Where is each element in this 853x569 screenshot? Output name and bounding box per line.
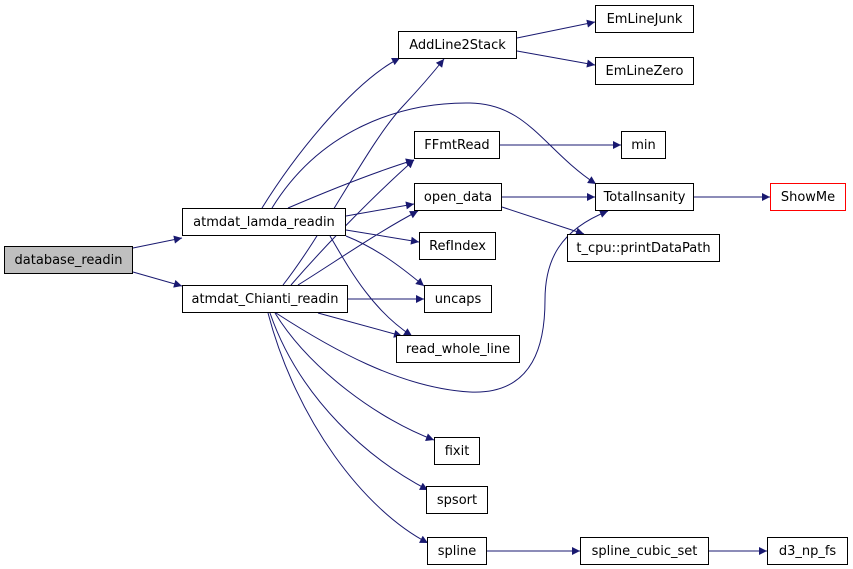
edge-atmdat_Chianti_readin-to-read_whole_line [317, 312, 403, 338]
edge-atmdat_Chianti_readin-to-fixit [274, 312, 435, 441]
edge-atmdat_Chianti_readin-to-spsort [269, 312, 429, 491]
edge-atmdat_Chianti_readin-to-open_data [297, 210, 419, 286]
edge-atmdat_lamda_readin-to-FFmtRead [287, 158, 415, 209]
edge-atmdat_Chianti_readin-to-TotalInsanity [275, 210, 609, 393]
edge-atmdat_lamda_readin-to-AddLine2Stack [261, 57, 401, 209]
edge-open_data-to-t_cpu_printDataPath [501, 206, 585, 236]
edges [132, 19, 770, 555]
edge-atmdat_Chianti_readin-to-spline [267, 312, 429, 544]
node-FFmtRead[interactable]: FFmtRead [414, 131, 500, 159]
edge-atmdat_Chianti_readin-to-AddLine2Stack [282, 58, 445, 286]
node-t_cpu-printDataPath[interactable]: t_cpu::printDataPath [567, 234, 720, 262]
node-ShowMe[interactable]: ShowMe [770, 183, 846, 211]
node-EmLineJunk[interactable]: EmLineJunk [595, 5, 694, 33]
node-read_whole_line[interactable]: read_whole_line [396, 335, 520, 363]
node-d3_np_fs[interactable]: d3_np_fs [767, 537, 848, 565]
edge-atmdat_lamda_readin-to-RefIndex [345, 229, 420, 245]
edge-AddLine2Stack-to-EmLineZero [516, 50, 596, 68]
edge-atmdat_lamda_readin-to-TotalInsanity [271, 102, 597, 209]
edge-atmdat_lamda_readin-to-uncaps [345, 235, 425, 287]
edge-AddLine2Stack-to-EmLineJunk [516, 19, 596, 39]
edge-atmdat_lamda_readin-to-open_data [345, 201, 415, 217]
node-spline[interactable]: spline [427, 537, 487, 565]
edge-database_readin-to-atmdat_lamda_readin [132, 235, 183, 249]
edge-database_readin-to-atmdat_Chianti_readin [132, 271, 183, 288]
node-EmLineZero[interactable]: EmLineZero [595, 57, 694, 85]
node-spsort[interactable]: spsort [426, 486, 488, 514]
node-open_data[interactable]: open_data [414, 183, 502, 211]
node-atmdat_lamda_readin[interactable]: atmdat_lamda_readin [182, 208, 346, 236]
node-AddLine2Stack[interactable]: AddLine2Stack [398, 31, 517, 59]
node-uncaps[interactable]: uncaps [424, 285, 492, 313]
edge-atmdat_Chianti_readin-to-FFmtRead [290, 159, 415, 286]
node-RefIndex[interactable]: RefIndex [419, 232, 496, 260]
edge-atmdat_lamda_readin-to-read_whole_line [329, 235, 413, 337]
node-database_readin: database_readin [4, 246, 133, 274]
node-TotalInsanity[interactable]: TotalInsanity [595, 183, 694, 211]
node-fixit[interactable]: fixit [434, 437, 480, 465]
node-min[interactable]: min [621, 131, 666, 159]
node-spline_cubic_set[interactable]: spline_cubic_set [580, 537, 709, 565]
node-atmdat_Chianti_readin[interactable]: atmdat_Chianti_readin [182, 285, 348, 313]
